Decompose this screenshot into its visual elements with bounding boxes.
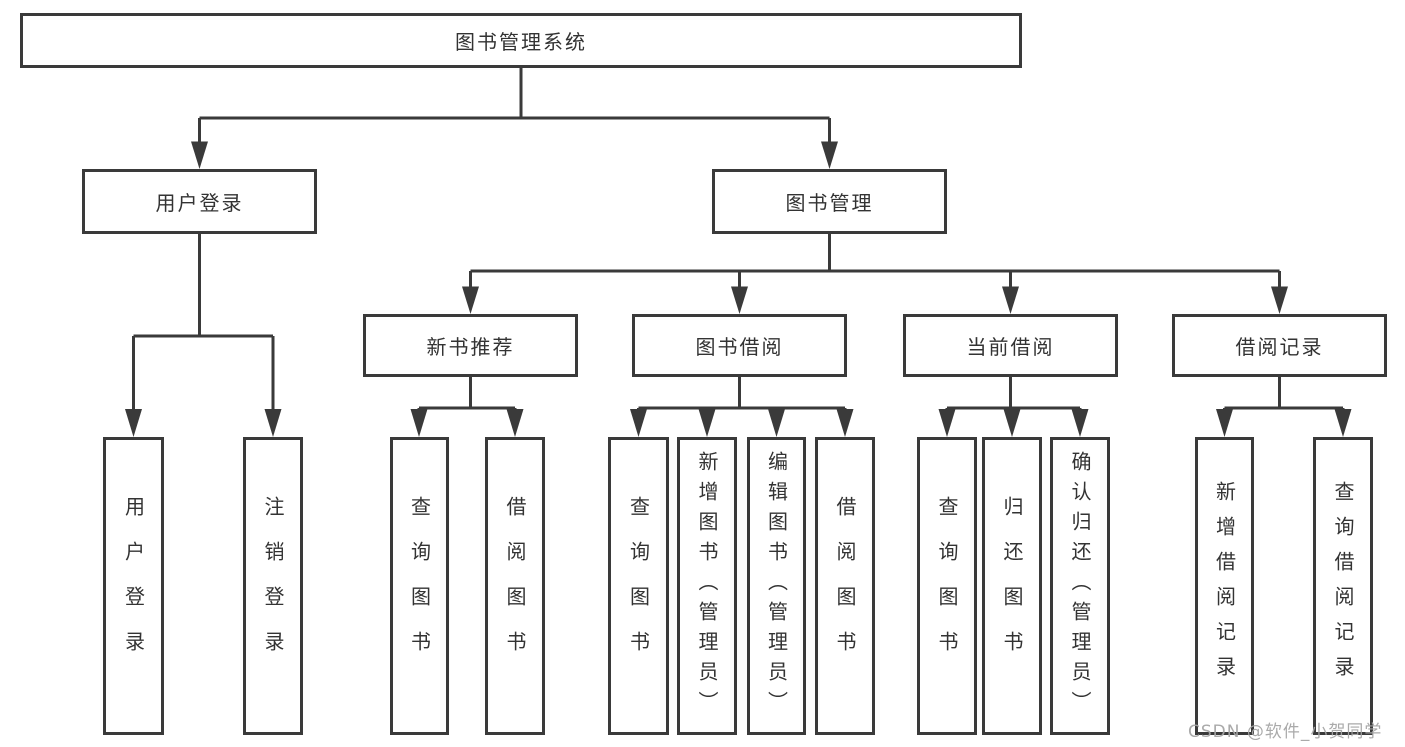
- node-new-book-recommend: 新书推荐: [363, 314, 578, 377]
- leaf-label: 查询图书: [626, 496, 651, 676]
- leaf-query-books-current: 查询图书: [917, 437, 977, 735]
- leaf-user-login: 用户登录: [103, 437, 164, 735]
- leaf-add-borrow-record: 新增借阅记录: [1195, 437, 1254, 735]
- leaf-logout: 注销登录: [243, 437, 303, 735]
- leaf-label: 新增借阅记录: [1212, 481, 1237, 691]
- leaf-add-book-admin: 新增图书（管理员）: [677, 437, 737, 735]
- node-user-login: 用户登录: [82, 169, 317, 234]
- node-book-borrowing: 图书借阅: [632, 314, 847, 377]
- leaf-label: 确认归还（管理员）: [1068, 451, 1092, 721]
- leaf-label: 查询借阅记录: [1331, 481, 1355, 691]
- node-label: 图书借阅: [695, 335, 784, 359]
- node-book-management: 图书管理: [712, 169, 947, 234]
- node-library-management-system: 图书管理系统: [20, 13, 1022, 68]
- leaf-label: 查询图书: [935, 496, 959, 676]
- leaf-borrow-books-newbooks: 借阅图书: [485, 437, 545, 735]
- leaf-query-books-borrowing: 查询图书: [608, 437, 669, 735]
- leaf-label: 新增图书（管理员）: [695, 451, 719, 721]
- node-label: 用户登录: [155, 191, 244, 215]
- leaf-label: 借阅图书: [833, 496, 857, 676]
- node-label: 当前借阅: [966, 335, 1055, 359]
- leaf-query-books-newbooks: 查询图书: [390, 437, 449, 735]
- leaf-label: 归还图书: [1000, 496, 1024, 676]
- node-label: 图书管理: [785, 191, 874, 215]
- leaf-confirm-return-admin: 确认归还（管理员）: [1050, 437, 1110, 735]
- csdn-watermark: CSDN @软件_小贺同学: [1188, 722, 1383, 742]
- leaf-query-borrow-record: 查询借阅记录: [1313, 437, 1373, 735]
- node-borrow-records: 借阅记录: [1172, 314, 1387, 377]
- leaf-label: 用户登录: [121, 496, 146, 676]
- leaf-label: 注销登录: [261, 496, 285, 676]
- node-label: 借阅记录: [1235, 335, 1324, 359]
- leaf-return-books: 归还图书: [982, 437, 1042, 735]
- node-label: 新书推荐: [426, 335, 515, 359]
- node-label: 图书管理系统: [455, 30, 587, 54]
- leaf-borrow-books-borrowing: 借阅图书: [815, 437, 875, 735]
- leaf-label: 借阅图书: [503, 496, 527, 676]
- node-current-borrowing: 当前借阅: [903, 314, 1118, 377]
- leaf-label: 查询图书: [407, 496, 432, 676]
- leaf-label: 编辑图书（管理员）: [764, 451, 789, 721]
- leaf-edit-book-admin: 编辑图书（管理员）: [747, 437, 806, 735]
